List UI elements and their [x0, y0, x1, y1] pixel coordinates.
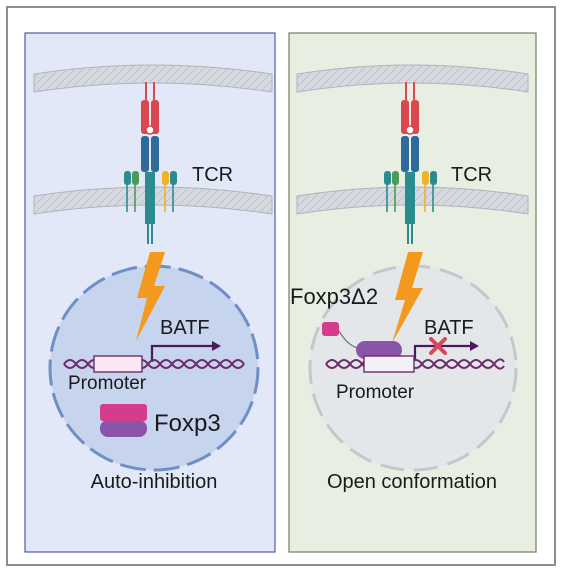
left-transcription-arrow	[150, 344, 212, 362]
right-tcr-complex	[384, 82, 437, 244]
left-lightning-bolt	[136, 252, 165, 341]
right-lightning-bolt	[392, 252, 423, 343]
right-upper-membrane	[296, 64, 529, 93]
panel-auto-inhibition: TCR BATF Promoter Foxp3 Auto-inhibition	[24, 32, 276, 553]
right-dna	[325, 358, 505, 370]
block-x-icon	[429, 337, 447, 355]
left-promoter-box	[93, 355, 143, 373]
left-batf-label: BATF	[160, 317, 210, 339]
left-tcr-label: TCR	[192, 164, 233, 186]
right-promoter-label: Promoter	[336, 382, 415, 403]
left-foxp3-closed	[100, 404, 147, 437]
panel-open-conformation: TCR Foxp3Δ2 BATF Promoter Open conformat…	[288, 32, 537, 553]
right-foxp3-open	[322, 322, 402, 359]
right-batf-label: BATF	[424, 317, 474, 339]
right-caption: Open conformation	[327, 471, 497, 493]
right-promoter-box	[363, 355, 415, 373]
left-upper-membrane	[33, 64, 273, 93]
right-tcr-label: TCR	[451, 164, 492, 186]
right-foxp3-delta2-label: Foxp3Δ2	[290, 284, 378, 309]
left-promoter-label: Promoter	[68, 373, 147, 394]
left-foxp3-label: Foxp3	[154, 410, 221, 437]
left-caption: Auto-inhibition	[91, 471, 218, 493]
right-transcription-arrow	[413, 344, 470, 360]
left-tcr-complex	[124, 82, 177, 244]
